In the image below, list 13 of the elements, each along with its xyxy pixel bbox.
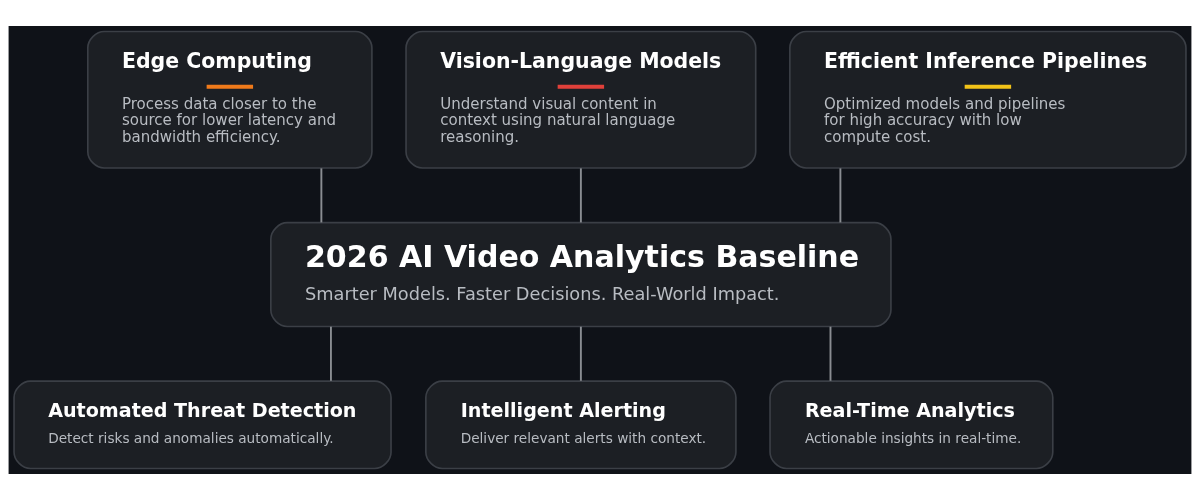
node-box: Edge Computing Process data closer to the source for lower latency and bandwidth efficiency.	[87, 30, 373, 169]
connector	[329, 325, 332, 382]
connector	[320, 167, 323, 224]
connector	[579, 167, 582, 224]
node-box: Intelligent Alerting Deliver relevant alerts with context.	[425, 380, 737, 470]
connector	[579, 325, 582, 382]
connector	[839, 167, 842, 224]
node-box: Automated Threat Detection Detect risks and anomalies automatically.	[13, 380, 392, 470]
connector	[829, 325, 832, 382]
node-box: Vision-Language Models Understand visual content in context using natural language reasoning.	[405, 30, 757, 169]
node-box: 2026 AI Video Analytics Baseline Smarter Models. Faster Decisions. Real-World Impact.	[270, 221, 892, 328]
node-box: Efficient Inference Pipelines Optimized models and pipelines for high accuracy with low compute cost.	[789, 30, 1187, 169]
node-box: Real-Time Analytics Actionable insights in real-time.	[769, 380, 1054, 470]
